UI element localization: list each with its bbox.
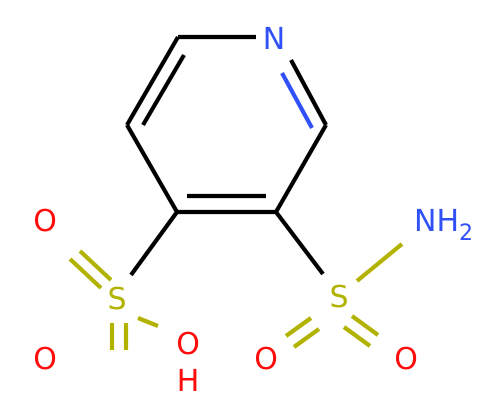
bond-s2-o2-a (350, 314, 380, 337)
atom-n1: N (263, 22, 285, 57)
atom-oh-o: O (176, 327, 200, 362)
bond-s-nh2 (355, 242, 404, 283)
atom-nh2: NH2 (414, 204, 473, 246)
bond-s2-o2-b (342, 325, 372, 348)
bond-s-oh (137, 316, 159, 328)
bond-c2-c3 (125, 35, 180, 127)
atom-labels: N O S O O H S NH2 O O (33, 22, 473, 399)
bond-n1-c6 (289, 59, 328, 126)
atom-s-sulfonamide: S (329, 280, 348, 315)
atom-oh-h: H (177, 364, 200, 399)
bond-c4-c3 (125, 123, 179, 214)
atom-o-sulfonamide-2: O (394, 342, 418, 377)
atom-s-sulfonic: S (107, 282, 126, 317)
atom-o-sulfonic-bottom: O (33, 342, 57, 377)
atom-nh2-subscript: 2 (459, 221, 473, 246)
bond-c4-s (129, 210, 179, 277)
atom-nh2-symbol: NH (414, 204, 459, 239)
bond-s2-o-b (292, 327, 321, 349)
bond-c5-s (274, 210, 325, 276)
atom-o-sulfonamide: O (254, 342, 278, 377)
bond-c2-c3-inner (141, 53, 186, 127)
bond-s-o-top-b (68, 257, 103, 290)
bond-n1-c6-inner (280, 71, 314, 130)
bond-s-o-top-a (78, 249, 113, 282)
bond-c6-c5 (274, 123, 328, 214)
bond-s2-o-a (284, 316, 313, 338)
atom-o-sulfonic-top: O (33, 204, 57, 239)
bonds (68, 34, 404, 350)
